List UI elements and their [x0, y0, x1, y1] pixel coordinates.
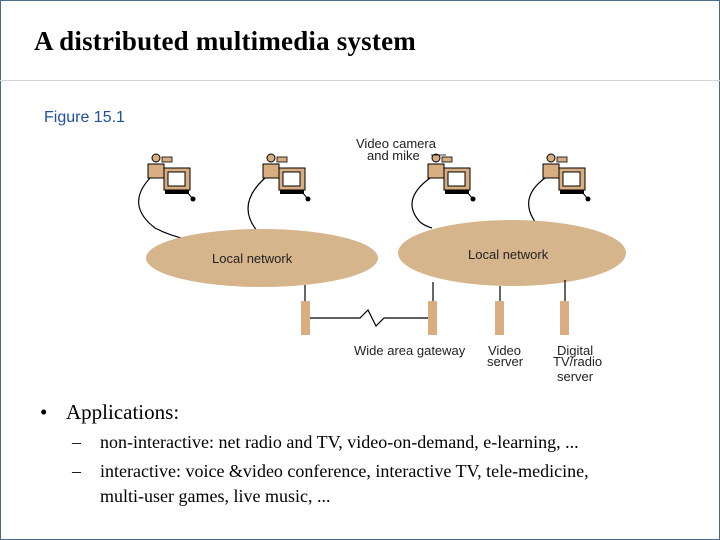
applications-heading: Applications: — [66, 400, 180, 424]
video-camera-icon-1 — [147, 153, 196, 202]
figure-label: Figure 15.1 — [44, 109, 125, 126]
video-server-device — [495, 301, 504, 335]
digital-server-device — [560, 301, 569, 335]
sub-bullet-noninteractive: –non-interactive: net radio and TV, vide… — [72, 432, 579, 453]
digital-label-line2: TV/radio — [553, 354, 602, 369]
gateway-right-device — [428, 301, 437, 335]
slide-title: A distributed multimedia system — [34, 26, 416, 56]
bullet-glyph: • — [40, 400, 48, 424]
local-network-right-label: Local network — [468, 247, 549, 262]
digital-label-line3: server — [557, 369, 594, 384]
gateway-left-device — [301, 301, 310, 335]
title-divider — [0, 80, 720, 81]
local-network-right — [398, 220, 626, 286]
sub-bullet-interactive-continued: multi-user games, live music, ... — [100, 486, 331, 506]
video-server-label-line1: Video — [488, 343, 521, 358]
sub-bullet-text: non-interactive: net radio and TV, video… — [100, 432, 579, 452]
dash-glyph: – — [72, 461, 81, 481]
link-cam3 — [411, 177, 433, 229]
video-camera-icon-3 — [427, 153, 476, 202]
digital-label-line1: Digital — [557, 343, 593, 358]
video-camera-icon-4 — [542, 153, 591, 202]
video-camera-icon-2 — [262, 153, 311, 202]
camera-label-line1: Video camera — [356, 136, 437, 151]
local-network-left-label: Local network — [212, 251, 293, 266]
gateway-label: Wide area gateway — [354, 343, 466, 358]
sub-bullet-text: interactive: voice &video conference, in… — [100, 461, 589, 481]
link-cam1 — [138, 177, 191, 241]
bullet-applications: • Applications: — [40, 400, 179, 425]
camera-label-line2: and mike — [367, 148, 420, 163]
wide-area-link — [310, 308, 428, 328]
sub-bullet-interactive: –interactive: voice &video conference, i… — [72, 461, 589, 482]
dash-glyph: – — [72, 432, 81, 452]
video-server-label-line2: server — [487, 354, 524, 369]
local-network-left — [146, 229, 378, 287]
